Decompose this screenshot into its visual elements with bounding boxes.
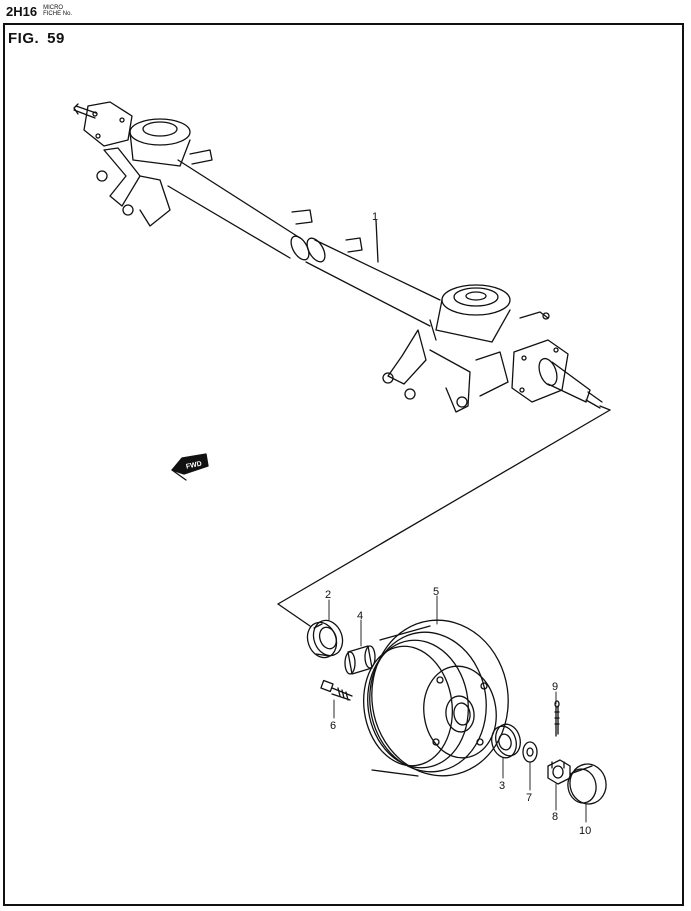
callout-7: 7 [526, 792, 532, 804]
callout-6: 6 [330, 720, 336, 732]
micro-line-2: FICHE No. [43, 11, 73, 17]
page-code: 2H16 [6, 3, 38, 19]
fwd-arrow-icon [171, 453, 209, 481]
figure-frame [3, 23, 684, 906]
callout-labels: 1 2 3 4 5 6 7 8 9 10 [325, 211, 591, 837]
figure-number: 59 [47, 30, 65, 47]
callout-leaders [328, 595, 587, 823]
callout-5: 5 [433, 586, 439, 598]
fwd-label: FWD [185, 461, 202, 471]
part-3-bearing [491, 723, 521, 759]
micro-line-1: MICRO [43, 5, 64, 11]
microfiche-label: MICRO FICHE No. [43, 5, 72, 17]
assembly-leader-lines [277, 219, 611, 627]
callout-4: 4 [357, 610, 363, 622]
callout-8: 8 [552, 811, 558, 823]
rear-axle-housing [73, 101, 603, 413]
part-10-hub-cap [567, 763, 607, 805]
callout-10: 10 [579, 825, 591, 837]
part-9-cotter-pin [554, 700, 560, 737]
callout-9: 9 [552, 681, 558, 693]
figure-title: FIG. 59 [8, 30, 65, 47]
callout-1: 1 [372, 211, 378, 223]
page-header: 2H16 MICRO FICHE No. [6, 2, 72, 20]
part-8-castle-nut [547, 759, 571, 785]
callout-2: 2 [325, 589, 331, 601]
part-5-brake-drum [362, 619, 509, 777]
callout-3: 3 [499, 780, 505, 792]
part-7-washer [522, 741, 538, 763]
part-2-bearing [306, 619, 344, 659]
part-6-wheel-stud [320, 679, 353, 701]
figure-label: FIG. [8, 30, 40, 47]
